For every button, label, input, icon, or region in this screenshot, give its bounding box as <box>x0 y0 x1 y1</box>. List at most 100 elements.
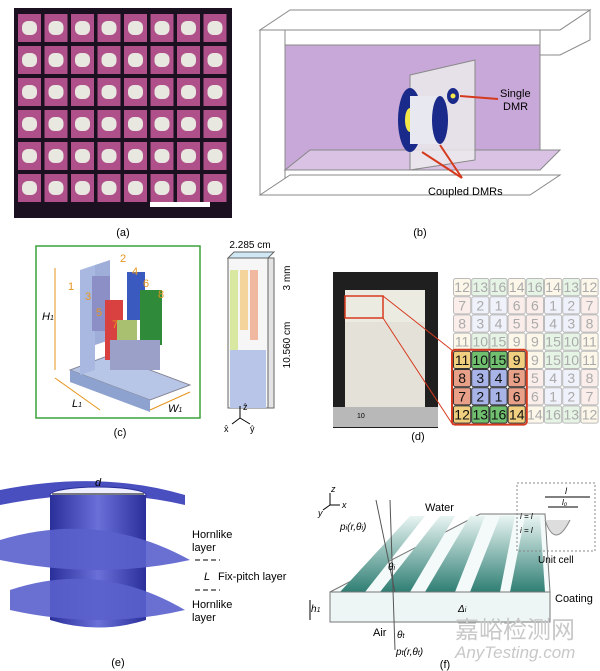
grid-cell <box>453 387 472 406</box>
grid-cell <box>562 278 581 297</box>
grid-cell <box>580 369 599 388</box>
label-theta-i: θi <box>388 562 395 573</box>
grid-cell <box>544 405 563 424</box>
grid-cell <box>580 314 599 333</box>
grid-cell-value: 14 <box>509 407 525 423</box>
photo-resonator <box>101 149 117 163</box>
label-delta: Δi <box>457 604 467 615</box>
grid-cell-value: 2 <box>567 388 575 404</box>
photo-resonator <box>48 21 64 35</box>
photo-resonator <box>48 149 64 163</box>
grid-cell <box>489 314 508 333</box>
scale-bar <box>150 202 210 207</box>
label-fix-pitch: Fix-pitch layer <box>218 571 287 583</box>
panel-e-spiral <box>0 481 220 628</box>
svg-text:4: 4 <box>132 266 138 278</box>
photo-resonator <box>154 21 170 35</box>
photo-resonator <box>207 117 223 131</box>
grid-cell-value: 13 <box>564 407 580 423</box>
grid-cell <box>471 314 490 333</box>
grid-cell <box>453 369 472 388</box>
photo-resonator <box>75 117 90 131</box>
svg-text:x: x <box>341 500 347 510</box>
grid-cell-value: 1 <box>495 388 503 404</box>
label-hornlike-bottom-2: layer <box>192 612 216 624</box>
grid-cell-value: 10 <box>564 334 580 350</box>
grid-cell <box>471 387 490 406</box>
photo-resonator <box>181 53 196 67</box>
grid-cell <box>453 314 472 333</box>
grid-cell-value: 13 <box>473 279 489 295</box>
panel-label-f: (f) <box>440 659 450 671</box>
grid-cell-value: 15 <box>491 334 507 350</box>
photo-resonator <box>101 181 117 195</box>
grid-cell-value: 11 <box>582 334 597 350</box>
photo-resonator <box>207 53 223 67</box>
grid-cell <box>507 296 526 315</box>
photo-resonator <box>154 117 170 131</box>
grid-highlight <box>451 348 528 426</box>
grid-cell-value: 11 <box>582 352 597 368</box>
grid-cell-value: 10 <box>473 334 489 350</box>
watermark-en: AnyTesting.com <box>454 643 575 662</box>
grid-cell-value: 6 <box>531 388 539 404</box>
grid-cell <box>453 350 472 369</box>
grid-cell <box>489 405 508 424</box>
grid-cell-value: 12 <box>454 407 470 423</box>
photo-resonator <box>22 21 37 35</box>
svg-text:1: 1 <box>68 281 74 293</box>
panel-c-diagram <box>35 245 201 419</box>
grid-cell-value: 9 <box>513 334 521 350</box>
label-d-diameter: d <box>95 477 102 489</box>
grid-cell-value: 2 <box>567 297 575 313</box>
photo-resonator <box>101 117 117 131</box>
grid-cell <box>507 314 526 333</box>
grid-cell <box>453 278 472 297</box>
svg-text:z: z <box>330 484 336 494</box>
svg-text:3: 3 <box>85 291 91 303</box>
grid-cell-value: 14 <box>527 407 543 423</box>
grid-cell-value: 8 <box>586 370 594 386</box>
panel-label-b: (b) <box>413 227 426 239</box>
photo-resonator <box>207 21 223 35</box>
grid-cell-value: 1 <box>549 388 557 404</box>
grid-cell <box>580 350 599 369</box>
grid-cell <box>525 314 544 333</box>
watermark-cn: 嘉峪检测网 <box>455 617 575 644</box>
panel-f-diagram <box>309 482 596 651</box>
grid-cell-value: 11 <box>455 352 470 368</box>
grid-cell <box>544 314 563 333</box>
photo-resonator <box>48 53 64 67</box>
label-pi: pi(r,θi) <box>339 522 366 533</box>
photo-resonator <box>207 85 223 99</box>
photo-resonator <box>22 181 37 195</box>
grid-cell-value: 1 <box>549 297 557 313</box>
panel-label-e: (e) <box>111 657 124 669</box>
grid-cell <box>562 296 581 315</box>
grid-cell-value: 6 <box>513 297 521 313</box>
photo-resonator <box>101 21 117 35</box>
photo-resonator <box>154 85 170 99</box>
svg-text:y: y <box>317 508 323 518</box>
grid-cell-value: 7 <box>586 297 594 313</box>
label-hornlike-top-1: Hornlike <box>192 529 232 541</box>
grid-cell <box>580 296 599 315</box>
grid-cell-value: 13 <box>473 407 489 423</box>
photo-resonator <box>154 149 170 163</box>
photo-resonator <box>22 53 37 67</box>
label-i2: i = l <box>520 526 533 535</box>
label-water: Water <box>425 502 454 514</box>
dim-width: 2.285 cm <box>229 240 270 251</box>
grid-cell-value: 8 <box>458 370 466 386</box>
grid-cell-value: 7 <box>458 297 466 313</box>
grid-cell-value: 15 <box>545 352 561 368</box>
grid-cell-value: 16 <box>545 407 561 423</box>
grid-cell <box>580 278 599 297</box>
photo-resonator <box>48 85 64 99</box>
dim-height: 10.560 cm <box>282 322 293 369</box>
photo-resonator <box>128 85 143 99</box>
photo-resonator <box>181 117 196 131</box>
grid-cell-value: 2 <box>476 388 484 404</box>
grid-cell <box>507 405 526 424</box>
grid-cell <box>453 405 472 424</box>
